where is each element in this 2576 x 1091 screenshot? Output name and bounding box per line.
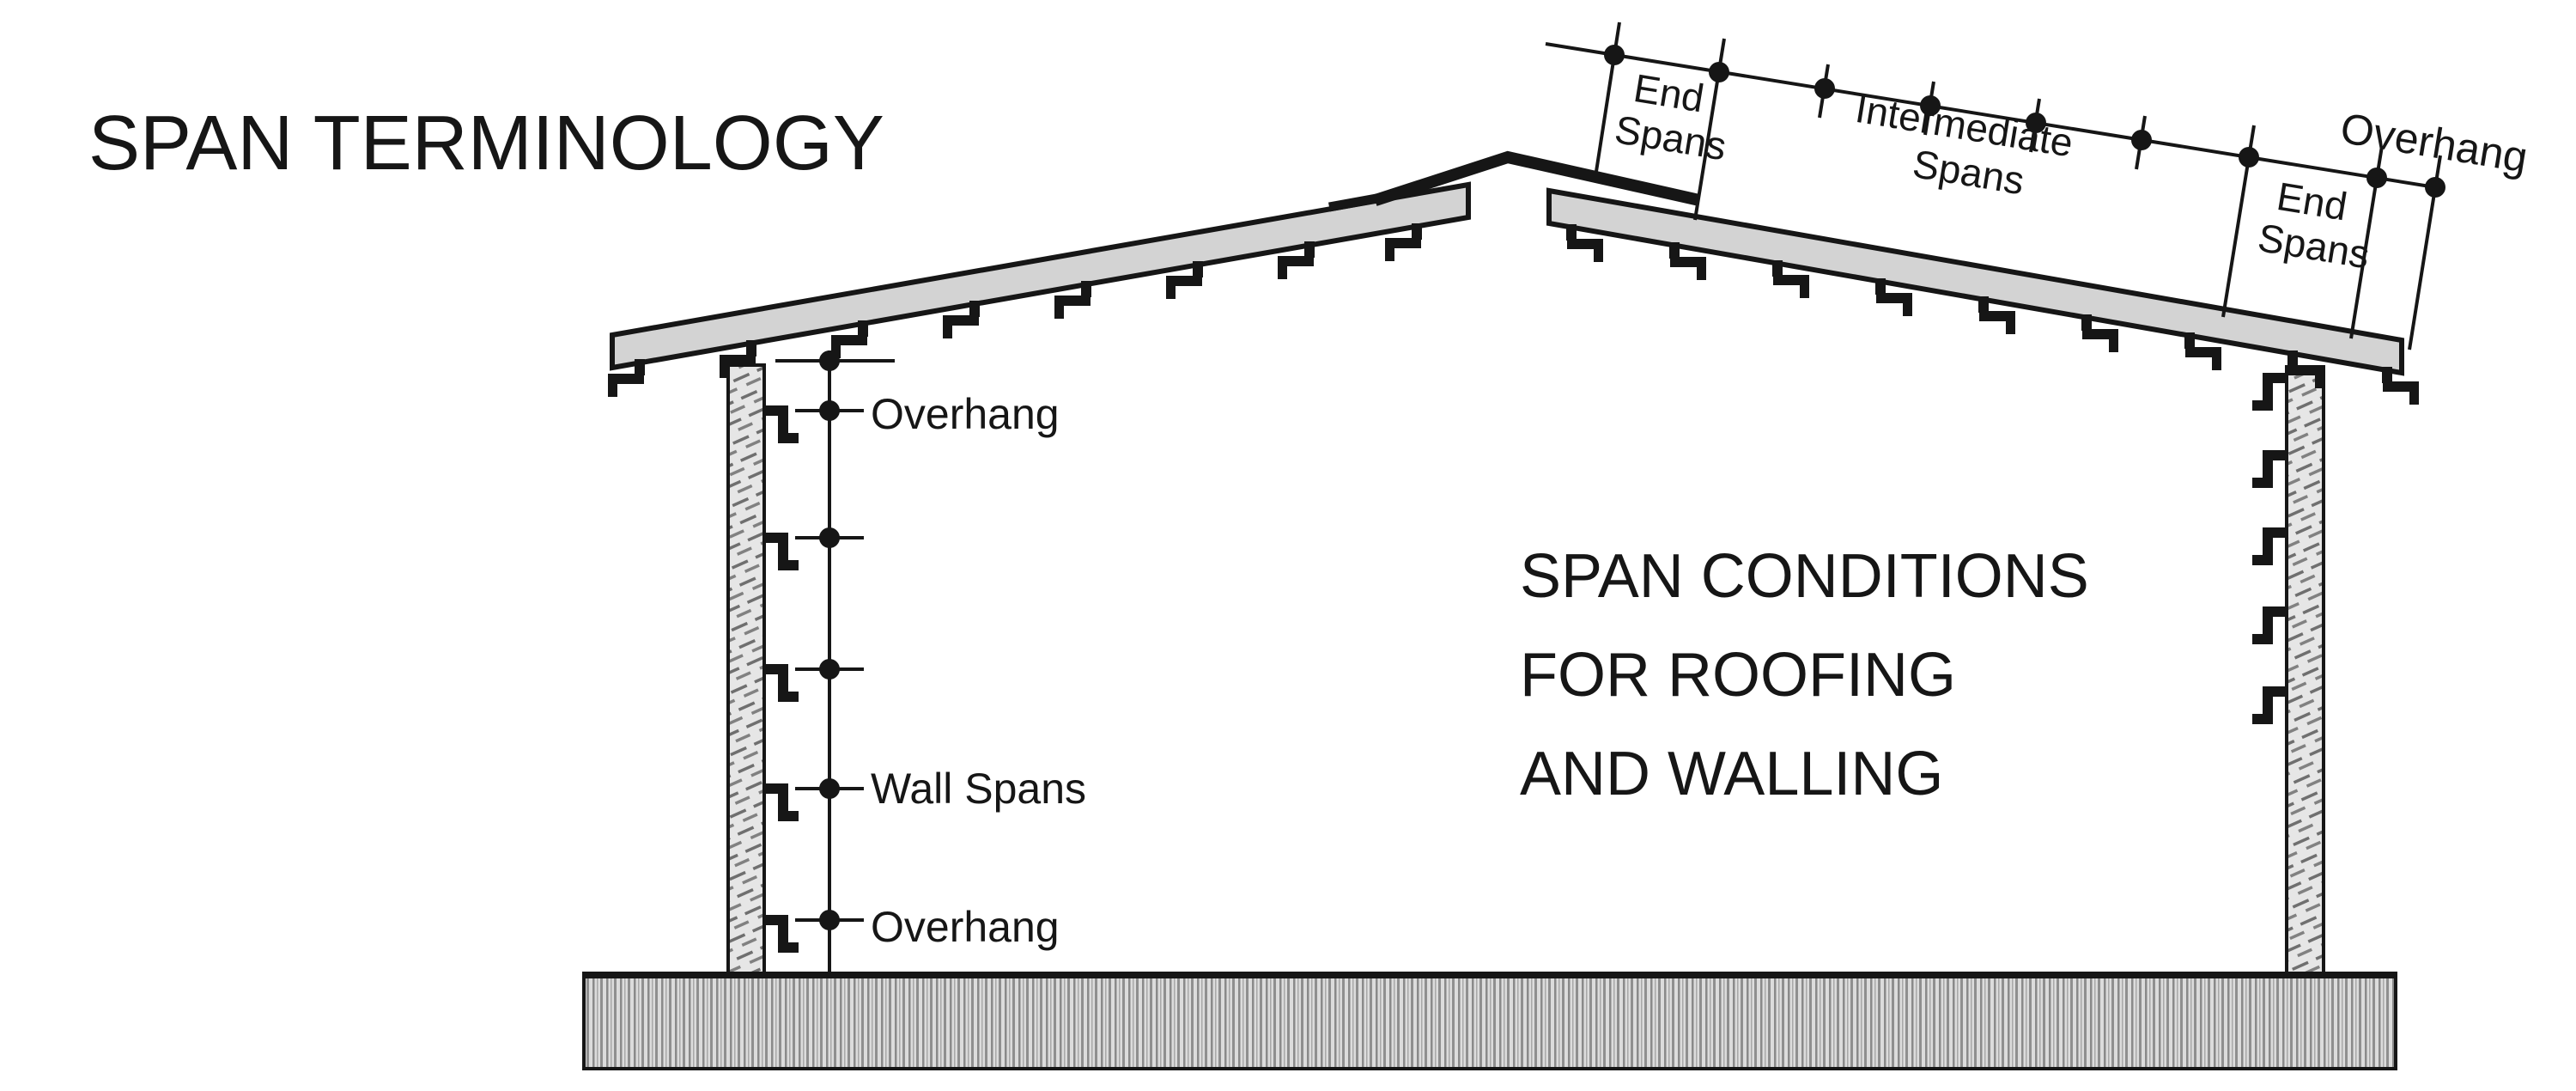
- roof-label-overhang: Overhang: [2337, 104, 2531, 182]
- span-dot: [2239, 147, 2259, 168]
- caption-line-1: SPAN CONDITIONS: [1520, 542, 2089, 611]
- span-dot: [1709, 62, 1729, 82]
- girt-clip: [762, 533, 799, 570]
- wall-label-overhang-bottom: Overhang: [871, 903, 1060, 951]
- floor-slab: [582, 972, 2397, 1070]
- roof-panel-left: [610, 181, 1471, 371]
- span-dot: [1920, 95, 1941, 116]
- wall-left: [726, 363, 766, 975]
- girt-clip: [762, 664, 799, 702]
- span-dot: [819, 910, 840, 930]
- caption-line-3: AND WALLING: [1520, 740, 1943, 808]
- roof-span-dimension-line: [1545, 21, 2445, 350]
- wall-girt-clips-left: [762, 405, 799, 953]
- ridge-flashing-left: [1328, 190, 1396, 212]
- span-dot: [1814, 78, 1835, 99]
- wall-girt-clips-right: [2252, 373, 2288, 724]
- span-dot: [2026, 113, 2046, 133]
- girt-clip: [762, 405, 799, 443]
- girt-clip: [2252, 606, 2288, 644]
- roof-panel-right: [1546, 187, 2404, 376]
- girt-clip: [2252, 527, 2288, 565]
- girt-clip: [2252, 450, 2288, 488]
- roof-label-end-spans-far-line2: Spans: [2255, 215, 2372, 277]
- span-dot: [819, 400, 840, 421]
- dimension-line: [1545, 42, 2436, 189]
- caption-line-2: FOR ROOFING: [1520, 641, 1956, 710]
- span-dot: [2425, 177, 2445, 198]
- ridge-cap: [1373, 150, 1699, 206]
- span-dot: [2366, 168, 2387, 188]
- wall-label-wall-spans: Wall Spans: [871, 765, 1086, 813]
- span-dot: [819, 778, 840, 799]
- wall-span-dimension-line: [775, 350, 895, 973]
- wall-right: [2285, 365, 2325, 975]
- span-dot: [2131, 130, 2152, 150]
- girt-clip: [762, 915, 799, 953]
- building-section: [582, 150, 2404, 1070]
- girt-clip: [762, 783, 799, 821]
- span-dot: [819, 350, 840, 371]
- span-dot: [1604, 45, 1625, 65]
- page-title: SPAN TERMINOLOGY: [88, 101, 884, 186]
- span-dot: [819, 659, 840, 680]
- wall-label-overhang-top: Overhang: [871, 390, 1060, 438]
- girt-clip: [2252, 373, 2288, 411]
- girt-clip: [2252, 686, 2288, 724]
- span-dot: [819, 527, 840, 548]
